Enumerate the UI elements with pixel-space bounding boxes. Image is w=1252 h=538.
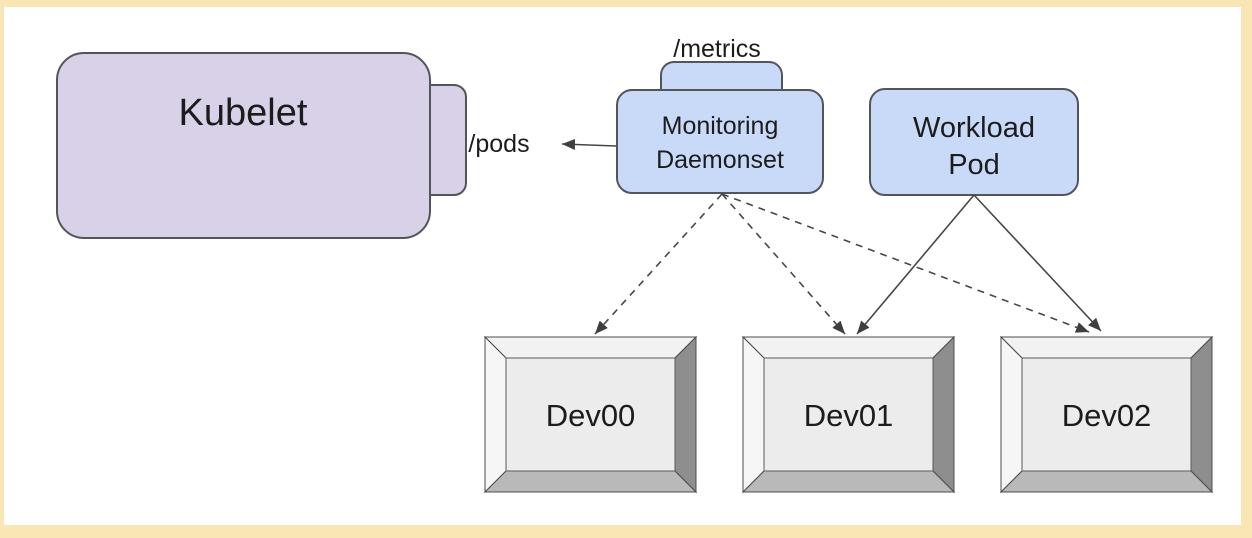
device-bevel-left xyxy=(1000,335,1023,494)
arrow-monitoring-to-dev00 xyxy=(594,193,723,335)
device-node-dev01: Dev01 xyxy=(741,335,956,494)
monitoring-daemonset-label-line1: Monitoring xyxy=(662,112,779,140)
kubelet-node xyxy=(56,52,431,239)
arrow-monitoring-to-dev02 xyxy=(721,193,1090,333)
arrow-monitoring-to-dev01 xyxy=(721,193,846,335)
arrow-workload-to-dev01 xyxy=(856,194,975,335)
device-bevel-left xyxy=(742,335,765,494)
device-bevel-left xyxy=(484,335,507,494)
device-bevel-right xyxy=(932,335,955,494)
device-node-dev00: Dev00 xyxy=(483,335,698,494)
device-bevel-bottom xyxy=(999,470,1214,493)
arrow-monitoring-to-pods xyxy=(561,138,617,150)
device-bevel-top xyxy=(741,336,956,359)
kubelet-label: Kubelet xyxy=(179,92,308,134)
monitoring-daemonset-node xyxy=(616,89,824,194)
device-label: Dev01 xyxy=(804,398,894,433)
arrow-workload-to-dev02 xyxy=(973,194,1102,332)
device-face xyxy=(1021,357,1192,472)
metrics-endpoint-label: /metrics xyxy=(673,35,761,63)
workload-pod-label-line1: Workload xyxy=(913,112,1035,144)
pods-endpoint-label: /pods xyxy=(468,130,529,158)
device-bevel-right xyxy=(674,335,697,494)
device-bevel-top xyxy=(999,336,1214,359)
device-bevel-bottom xyxy=(483,470,698,493)
device-node-dev02: Dev02 xyxy=(999,335,1214,494)
device-bevel-top xyxy=(483,336,698,359)
device-label: Dev02 xyxy=(1062,398,1152,433)
device-bevel-bottom xyxy=(741,470,956,493)
workload-pod-label-line2: Pod xyxy=(948,149,1000,181)
device-label: Dev00 xyxy=(546,398,636,433)
monitoring-daemonset-label-line2: Daemonset xyxy=(656,146,784,174)
device-bevel-right xyxy=(1190,335,1213,494)
device-face xyxy=(763,357,934,472)
device-face xyxy=(505,357,676,472)
